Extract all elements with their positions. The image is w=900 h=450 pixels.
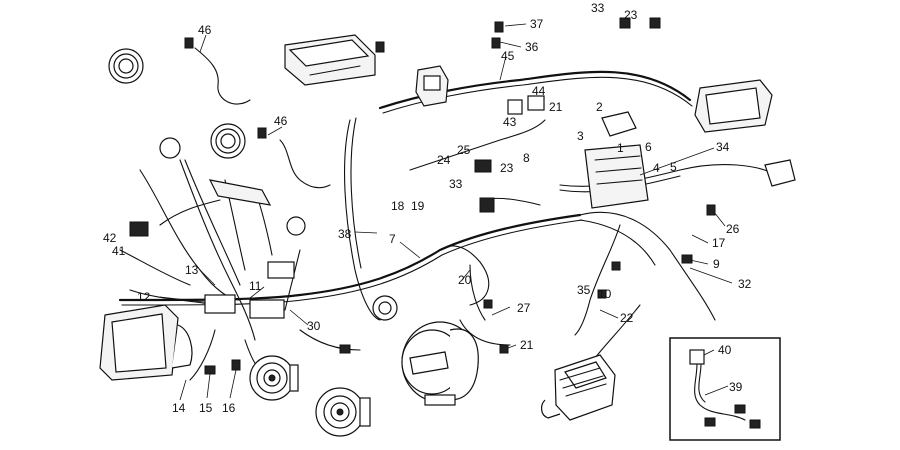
callout-14: 14 — [172, 401, 186, 415]
connectors — [129, 17, 716, 375]
callout-46-mid: 46 — [274, 114, 288, 128]
callout-12: 12 — [137, 290, 151, 304]
callout-19: 19 — [411, 199, 425, 213]
callout-11: 11 — [249, 279, 262, 293]
relay-2 — [601, 111, 637, 137]
callout-35: 35 — [577, 283, 591, 297]
callout-21-top: 21 — [549, 100, 563, 114]
callout-27: 27 — [517, 301, 531, 315]
callout-18: 18 — [391, 199, 405, 213]
callout-21-bottom: 21 — [520, 338, 534, 352]
callout-22: 22 — [620, 311, 634, 325]
headlamp-bezel-top — [108, 48, 144, 84]
callout-39: 39 — [729, 380, 743, 394]
callout-23-mid: 23 — [500, 161, 514, 175]
callout-46-top: 46 — [198, 23, 212, 37]
callout-20: 20 — [458, 273, 472, 287]
callout-25: 25 — [457, 143, 471, 157]
callout-8: 8 — [523, 151, 530, 165]
callout-3: 3 — [577, 129, 584, 143]
callout-30: 30 — [307, 319, 321, 333]
main-harness — [118, 70, 776, 359]
callout-24: 24 — [437, 153, 451, 167]
callout-4: 4 — [653, 161, 660, 175]
headlamp-bezel-mid — [210, 123, 246, 159]
round-sensor — [159, 137, 398, 321]
callout-41: 41 — [112, 244, 126, 258]
leader-lines — [159, 23, 733, 401]
ignition-coil — [415, 65, 449, 107]
fuse-box — [584, 144, 649, 209]
callout-labels: 1 2 3 4 5 6 7 8 9 10 11 12 13 14 15 16 1… — [103, 1, 752, 415]
callout-42: 42 — [103, 231, 117, 245]
rectifier-top-right — [694, 79, 773, 133]
horn-right — [315, 387, 371, 437]
indicator-right — [764, 159, 796, 187]
alternator — [401, 321, 479, 406]
callout-5: 5 — [670, 160, 677, 174]
callout-13: 13 — [185, 263, 199, 277]
starter-motor — [541, 354, 616, 421]
callout-40: 40 — [718, 343, 732, 357]
callout-45: 45 — [501, 49, 515, 63]
callout-10: 10 — [598, 287, 612, 301]
headlamp — [99, 304, 193, 381]
callout-26: 26 — [726, 222, 740, 236]
callout-33-top: 33 — [591, 1, 605, 15]
callout-6: 6 — [645, 140, 652, 154]
horn-left — [249, 355, 299, 401]
callout-1: 1 — [617, 141, 624, 155]
callout-17: 17 — [712, 236, 726, 250]
callout-32: 32 — [738, 277, 752, 291]
callout-38: 38 — [338, 227, 352, 241]
callout-2: 2 — [596, 100, 603, 114]
callout-7: 7 — [389, 232, 396, 246]
control-box — [284, 34, 376, 86]
relay-44 — [507, 95, 545, 115]
callout-37: 37 — [530, 17, 544, 31]
callout-15: 15 — [199, 401, 213, 415]
callout-44: 44 — [532, 84, 546, 98]
callout-23-top: 23 — [624, 8, 638, 22]
callout-16: 16 — [222, 401, 236, 415]
callout-36: 36 — [525, 40, 539, 54]
callout-33-mid: 33 — [449, 177, 463, 191]
callout-43: 43 — [503, 115, 517, 129]
inset-harness-box — [669, 337, 781, 441]
callout-34: 34 — [716, 140, 730, 154]
callout-9: 9 — [713, 257, 720, 271]
switch-cluster — [204, 179, 295, 319]
